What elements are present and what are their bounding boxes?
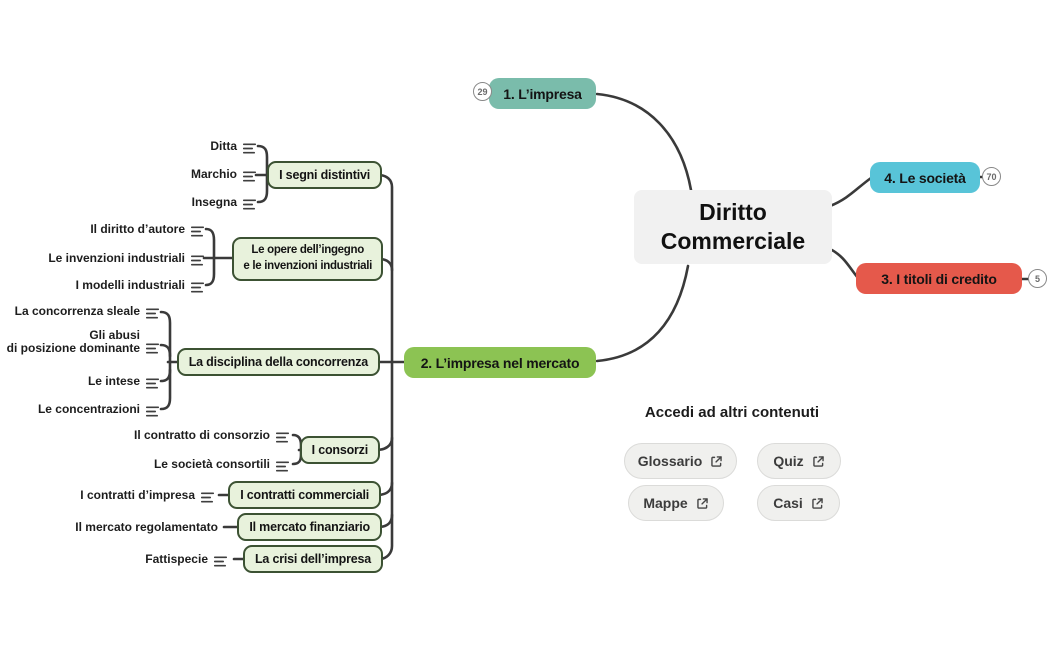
- leaf-insegna[interactable]: Insegna: [191, 195, 237, 209]
- list-icon[interactable]: [190, 280, 205, 293]
- branch-consorzi[interactable]: I consorzi: [299, 436, 380, 464]
- mappe-button-label: Mappe: [643, 495, 688, 511]
- external-link-icon: [696, 497, 709, 510]
- glossario-button-label: Glossario: [637, 453, 703, 469]
- leaf-abusi-posizione-dominante[interactable]: Gli abusi di posizione dominante: [6, 328, 140, 355]
- leaf-fattispecie[interactable]: Fattispecie: [145, 552, 208, 566]
- leaf-mercato-regolamentato[interactable]: Il mercato regolamentato: [75, 520, 218, 534]
- branch-crisi-impresa[interactable]: La crisi dell’impresa: [243, 545, 383, 573]
- leaf-contratto-consorzio[interactable]: Il contratto di consorzio: [133, 428, 270, 442]
- edge-intese: [159, 368, 172, 383]
- leaf-ditta[interactable]: Ditta: [210, 139, 237, 153]
- footer-heading: Accedi ad altri contenuti: [644, 404, 820, 421]
- list-icon[interactable]: [190, 224, 205, 237]
- branch-segni-distintivi[interactable]: I segni distintivi: [267, 161, 382, 189]
- edge-root-societa: [828, 176, 873, 208]
- leaf-marchio[interactable]: Marchio: [190, 167, 237, 181]
- leaf-diritto-autore[interactable]: Il diritto d’autore: [90, 222, 185, 236]
- leaf-concorrenza-sleale[interactable]: La concorrenza sleale: [14, 304, 140, 318]
- edge-branch-spine: [376, 173, 394, 561]
- casi-button-label: Casi: [773, 495, 803, 511]
- branch-contratti-commerciali[interactable]: I contratti commerciali: [228, 481, 381, 509]
- list-icon[interactable]: [213, 554, 228, 567]
- list-icon[interactable]: [242, 141, 257, 154]
- leaf-intese[interactable]: Le intese: [87, 374, 140, 388]
- external-link-icon: [710, 455, 723, 468]
- list-icon[interactable]: [242, 197, 257, 210]
- leaf-invenzioni-industriali[interactable]: Le invenzioni industriali: [48, 251, 185, 265]
- glossario-button[interactable]: Glossario: [624, 443, 737, 479]
- list-icon[interactable]: [145, 306, 160, 319]
- badge-titoli-count[interactable]: 5: [1028, 269, 1047, 288]
- edge-abusi: [159, 343, 172, 358]
- edge-root-titoli: [828, 247, 860, 280]
- list-icon[interactable]: [242, 169, 257, 182]
- list-icon[interactable]: [200, 490, 215, 503]
- node-societa[interactable]: 4. Le società: [870, 162, 980, 193]
- quiz-button[interactable]: Quiz: [757, 443, 841, 479]
- branch-opere-ingegno[interactable]: Le opere dell’ingegno e le invenzioni in…: [232, 237, 383, 281]
- edge-leaves-disciplina: [159, 310, 172, 411]
- list-icon[interactable]: [145, 404, 160, 417]
- leaf-contratti-impresa[interactable]: I contratti d’impresa: [80, 488, 195, 502]
- list-icon[interactable]: [190, 253, 205, 266]
- edge-root-impresa: [595, 92, 693, 192]
- branch-disciplina-concorrenza[interactable]: La disciplina della concorrenza: [176, 348, 380, 376]
- quiz-button-label: Quiz: [773, 453, 804, 469]
- edge-root-mercato: [595, 264, 690, 363]
- mappe-button[interactable]: Mappe: [628, 485, 724, 521]
- list-icon[interactable]: [275, 430, 290, 443]
- branch-mercato-finanziario[interactable]: Il mercato finanziario: [237, 513, 382, 541]
- list-icon[interactable]: [145, 341, 160, 354]
- casi-button[interactable]: Casi: [757, 485, 840, 521]
- node-impresa[interactable]: 1. L’impresa: [489, 78, 596, 109]
- list-icon[interactable]: [145, 376, 160, 389]
- leaf-concentrazioni[interactable]: Le concentrazioni: [37, 402, 140, 416]
- node-titoli-di-credito[interactable]: 3. I titoli di credito: [856, 263, 1022, 294]
- badge-societa-count[interactable]: 70: [982, 167, 1001, 186]
- root-node-diritto-commerciale: Diritto Commerciale: [634, 190, 832, 264]
- leaf-societa-consortili[interactable]: Le società consortili: [153, 457, 270, 471]
- badge-impresa-count[interactable]: 29: [473, 82, 492, 101]
- node-impresa-nel-mercato[interactable]: 2. L’impresa nel mercato: [404, 347, 596, 378]
- leaf-modelli-industriali[interactable]: I modelli industriali: [75, 278, 185, 292]
- external-link-icon: [812, 455, 825, 468]
- external-link-icon: [811, 497, 824, 510]
- list-icon[interactable]: [275, 459, 290, 472]
